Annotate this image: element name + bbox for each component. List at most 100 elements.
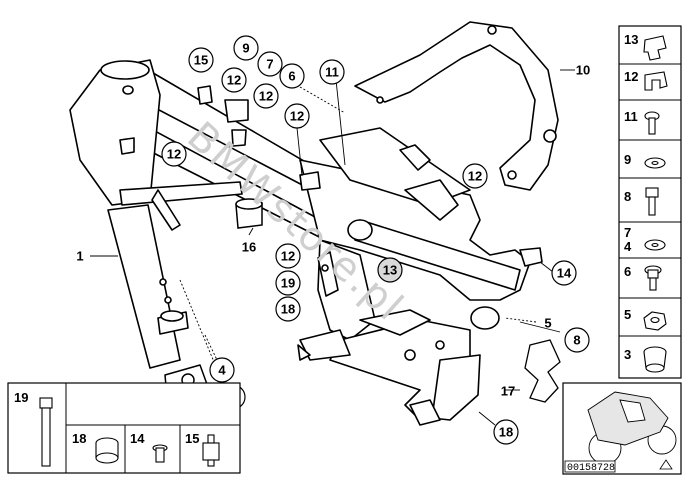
bottom-label-18: 18: [72, 431, 86, 446]
main-frame: [69, 59, 543, 426]
sidebar-label-5: 5: [624, 307, 631, 322]
callout-label: 13: [383, 263, 397, 278]
nut-icon-5: [643, 311, 667, 331]
bushing-icon-18: [95, 437, 119, 464]
callout-label: 12: [259, 89, 273, 104]
callout-label: 5: [544, 316, 551, 331]
callout-label: 4: [218, 363, 226, 378]
callout-12-6: 12: [253, 83, 279, 109]
callout-7-2: 7: [257, 51, 283, 77]
motorcycle-thumbnail: 00158728: [562, 382, 682, 475]
callout-label: 12: [227, 73, 241, 88]
sidebar-label-8: 8: [624, 189, 631, 204]
callout-4-17: 4: [209, 357, 235, 383]
callout-18-23: 18: [493, 419, 519, 445]
callout-circle: [564, 327, 590, 353]
callout-label: 14: [557, 266, 572, 281]
callout-circle: [377, 257, 403, 283]
callout-18-15: 18: [275, 296, 301, 322]
callout-17-22: 17: [501, 384, 515, 399]
callout-circle: [233, 35, 259, 61]
callout-label: 18: [281, 302, 295, 317]
callout-12-3: 12: [221, 67, 247, 93]
callout-12-8: 12: [161, 141, 187, 167]
grommet-icon-3: [643, 346, 667, 373]
sidebar-label-13: 13: [624, 32, 638, 47]
callout-label: 19: [281, 276, 295, 291]
callout-label: 8: [573, 333, 580, 348]
callout-12-9: 12: [462, 163, 488, 189]
pin-icon-14: [152, 444, 168, 463]
sidebar-label-9: 9: [624, 152, 631, 167]
callout-label: 11: [325, 65, 339, 80]
callout-13-14: 13: [377, 257, 403, 283]
reference-code: 00158728: [567, 463, 615, 474]
callout-label: 7: [266, 57, 273, 72]
callout-label: 18: [499, 425, 513, 440]
callout-label: 9: [242, 41, 249, 56]
bottom-label-19: 19: [14, 390, 28, 405]
warning-triangle-icon: [659, 459, 673, 470]
sidebar-label-4: 4: [624, 239, 632, 254]
callout-1-10: 1: [76, 249, 83, 264]
bottom-label-14: 14: [130, 431, 145, 446]
plate-17: [524, 339, 561, 403]
parts-bottom-panel: 19 18 14 15: [7, 382, 241, 474]
callout-circle: [275, 270, 301, 296]
callout-circle: [493, 419, 519, 445]
bracket-clip-icon: [644, 71, 668, 91]
sidebar-part-icons: [643, 35, 668, 373]
callout-label: 16: [242, 240, 256, 255]
callout-label: 6: [288, 69, 295, 84]
callout-16-11: 16: [242, 240, 256, 255]
screw-icon-11: [644, 111, 660, 135]
callout-8-21: 8: [564, 327, 590, 353]
callout-label: 1: [76, 249, 83, 264]
rubber-mount-icon-15: [202, 434, 220, 467]
callout-circle: [161, 141, 187, 167]
callout-circle: [209, 357, 235, 383]
callout-12-7: 12: [284, 103, 310, 129]
long-bolt-icon-19: [39, 397, 53, 467]
nut-icon-6: [644, 265, 662, 291]
callout-11-5: 11: [319, 59, 345, 85]
callout-label: 10: [576, 63, 590, 78]
washer-icon-7-4: [644, 239, 666, 251]
callout-circle: [551, 260, 577, 286]
callout-circle: [284, 103, 310, 129]
bolt-icon-8: [645, 187, 659, 216]
callout-label: 12: [167, 147, 181, 162]
sidebar-label-3: 3: [624, 347, 631, 362]
callout-label: 15: [194, 53, 208, 68]
callout-6-4: 6: [279, 63, 305, 89]
callout-circle: [279, 63, 305, 89]
callout-label: 17: [501, 384, 515, 399]
callout-circle: [221, 67, 247, 93]
callout-circle: [275, 296, 301, 322]
rubber-sleeve-16: [235, 198, 263, 229]
callout-15-0: 15: [188, 47, 214, 73]
callout-14-16: 14: [551, 260, 577, 286]
sidebar-label-7: 7: [624, 225, 631, 240]
callout-5-20: 5: [544, 316, 551, 331]
clip-icon: [643, 35, 667, 61]
callout-10-24: 10: [576, 63, 590, 78]
callout-19-13: 19: [275, 270, 301, 296]
washer-icon-9: [644, 157, 666, 169]
callout-group: 1597126111212121211612191318144325817181…: [76, 35, 590, 445]
callout-circle: [275, 243, 301, 269]
callout-circle: [462, 163, 488, 189]
bottom-label-15: 15: [185, 431, 199, 446]
sidebar-label-6: 6: [624, 264, 631, 279]
callout-label: 12: [281, 249, 295, 264]
callout-circle: [257, 51, 283, 77]
sidebar-label-12: 12: [624, 69, 638, 84]
callout-12-12: 12: [275, 243, 301, 269]
callout-circle: [188, 47, 214, 73]
callout-circle: [319, 59, 345, 85]
callout-circle: [253, 83, 279, 109]
rear-hoop-bracket: [354, 21, 559, 191]
